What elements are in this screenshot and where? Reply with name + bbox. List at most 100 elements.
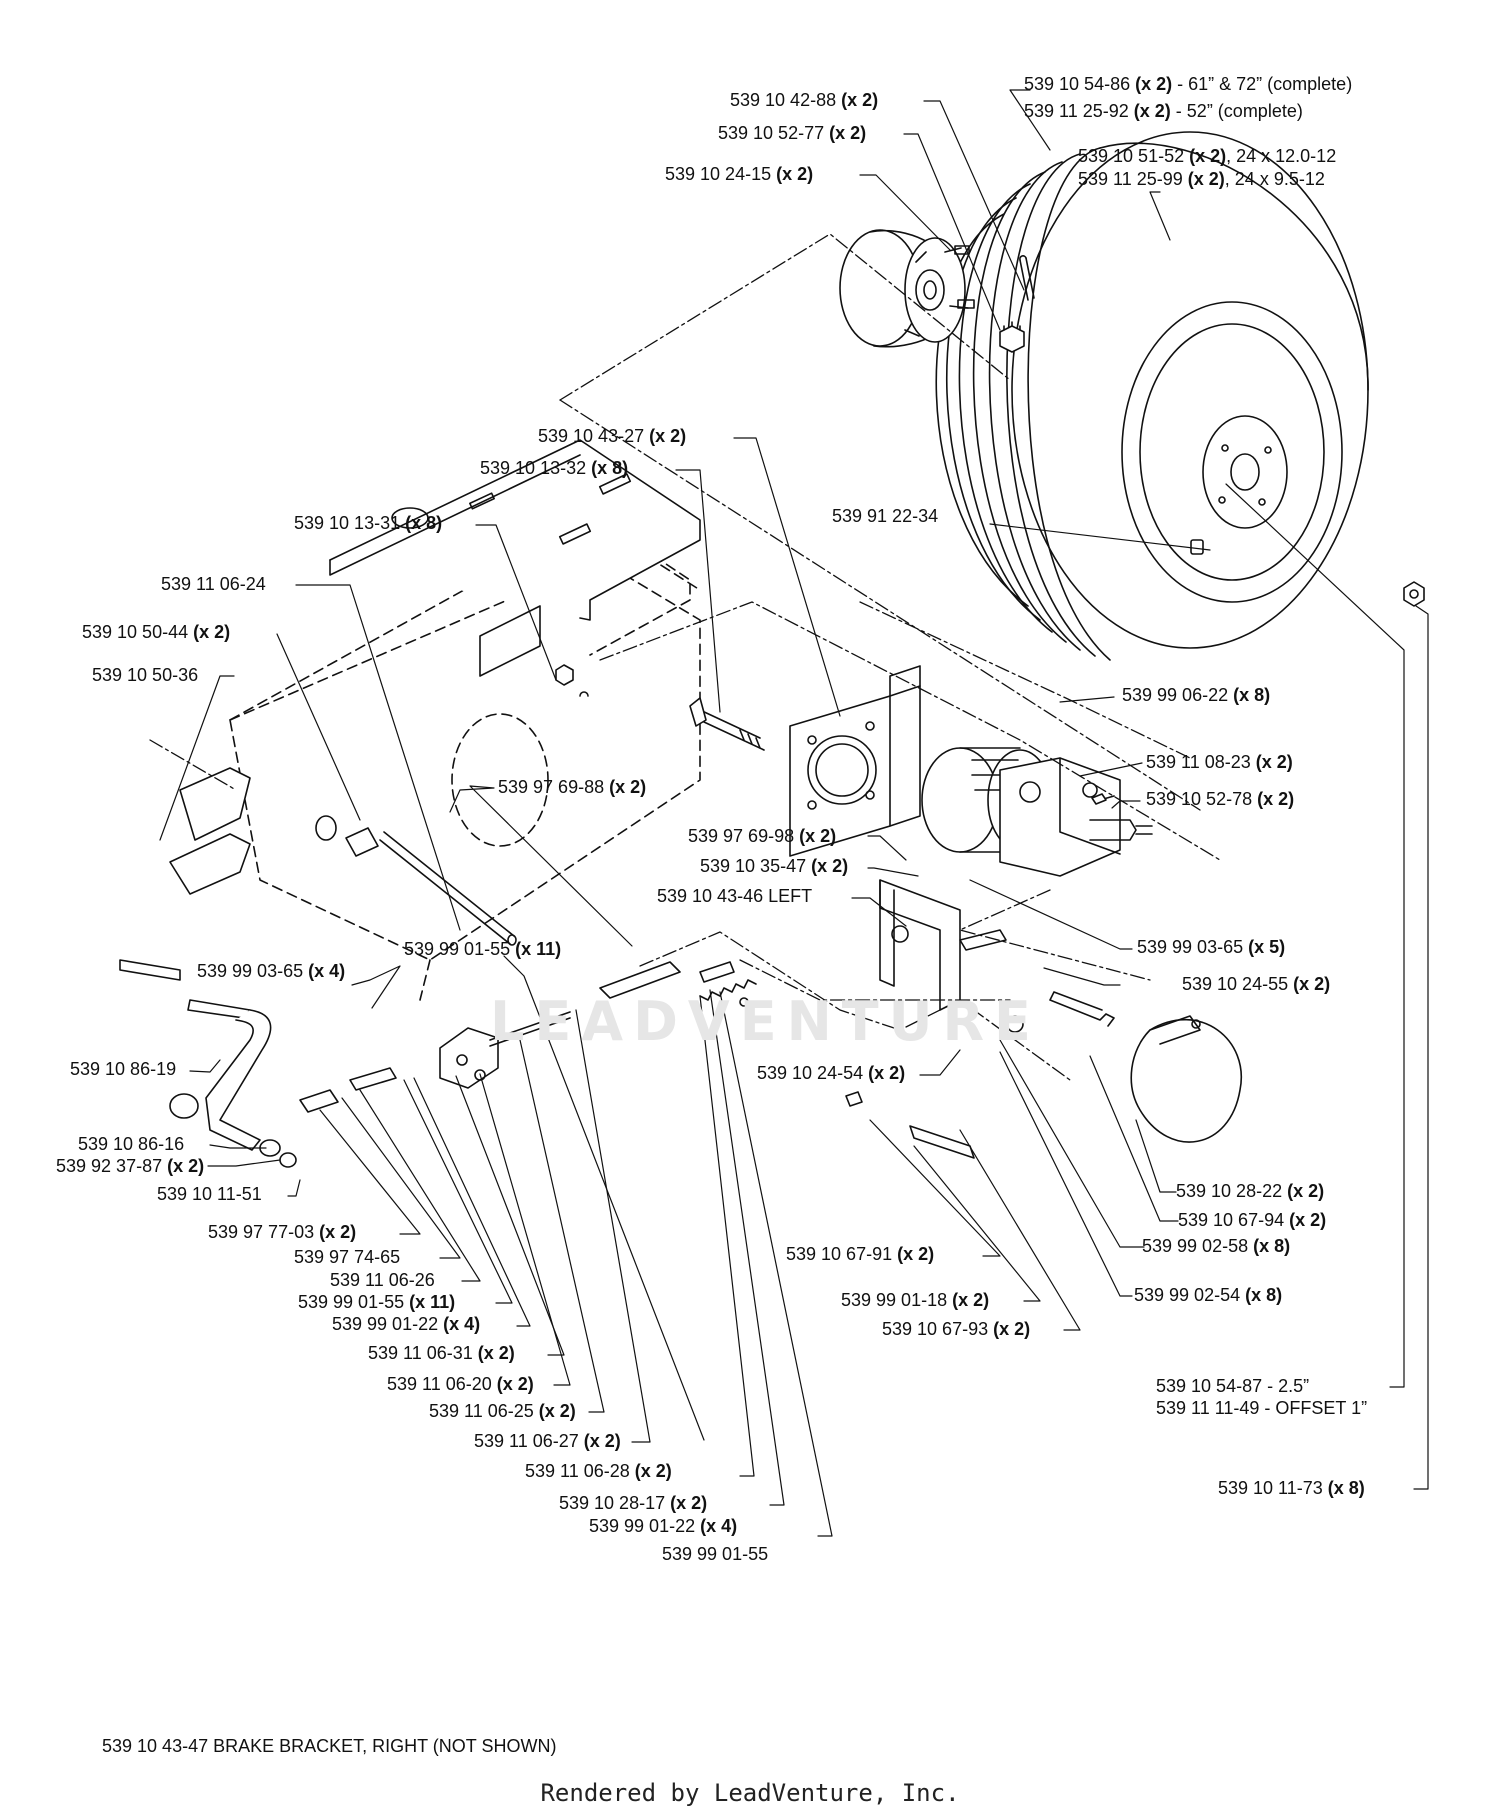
part-number: 539 10 67-91 [786,1244,893,1264]
pivot-bracket [119,767,251,981]
part-number: 539 10 54-86 [1024,74,1131,94]
part-callout: 539 11 06-31 (x 2) [368,1343,515,1363]
part-number: 539 10 24-54 [757,1063,864,1083]
part-quantity: (x 2) [670,1493,708,1513]
part-number: 539 10 52-77 [718,123,825,143]
part-callout: 539 10 43-46 LEFT [657,886,812,906]
wheel-motor [921,747,1153,877]
part-number: 539 11 11-49 - OFFSET 1” [1156,1398,1368,1418]
part-number: 539 11 06-31 [368,1343,473,1363]
part-number: 539 97 74-65 [294,1247,401,1267]
part-callout: 539 10 24-55 (x 2) [1182,974,1330,994]
part-callout: 539 10 28-17 (x 2) [559,1493,707,1513]
part-number: 539 97 77-03 [208,1222,315,1242]
part-number: 539 11 25-99 [1078,169,1183,189]
part-quantity: (x 2) [952,1290,990,1310]
part-callout: 539 10 11-51 [157,1184,262,1204]
part-quantity: (x 2) [583,1431,621,1451]
part-quantity: (x 2) [1135,74,1173,94]
part-number: 539 11 08-23 [1146,752,1251,772]
part-callout: 539 10 13-32 (x 8) [480,458,628,478]
part-callout: 539 92 37-87 (x 2) [56,1156,204,1176]
part-quantity: (x 2) [1287,1181,1325,1201]
part-quantity: (x 2) [634,1461,672,1481]
part-number: 539 10 86-19 [70,1059,177,1079]
castle-nut [999,321,1025,353]
part-callout: 539 10 86-19 [70,1059,176,1079]
part-number: 539 10 67-93 [882,1319,989,1339]
part-callout: 539 11 06-24 [161,574,266,594]
part-quantity: (x 2) [649,426,687,446]
part-number: 539 10 11-73 [1218,1478,1323,1498]
linkage [299,961,757,1113]
part-quantity: (x 4) [443,1314,481,1334]
part-number: 539 99 01-18 [841,1290,948,1310]
part-number: 539 97 69-98 [688,826,795,846]
part-quantity: (x 2) [993,1319,1031,1339]
part-callout: 539 99 02-58 (x 8) [1142,1236,1290,1256]
leader-lines [159,89,1429,1537]
part-callout: 539 10 35-47 (x 2) [700,856,848,876]
part-callout: 539 10 67-94 (x 2) [1178,1210,1326,1230]
part-quantity: (x 11) [515,939,562,959]
part-callout: 539 99 01-18 (x 2) [841,1290,989,1310]
part-callout: 539 10 13-31 (x 8) [294,513,442,533]
footnote: 539 10 43-47 BRAKE BRACKET, RIGHT (NOT S… [102,1736,557,1756]
part-number: 539 10 50-44 [82,622,189,642]
part-number: 539 10 50-36 [92,665,199,685]
part-callout: 539 10 43-27 (x 2) [538,426,686,446]
wheel-hub [839,229,975,348]
part-number: 539 10 13-31 [294,513,401,533]
assembly-centerlines [149,233,1221,1081]
watermark: LEADVENTURE [490,990,1041,1053]
part-callout: 539 99 01-22 (x 4) [332,1314,480,1334]
motor-bracket [789,665,921,857]
part-number: 539 10 13-32 [480,458,587,478]
shaft [315,815,517,946]
part-number: 539 10 67-94 [1178,1210,1285,1230]
part-number: 539 11 06-26 [330,1270,435,1290]
part-callout: 539 10 54-87 - 2.5” [1156,1376,1309,1396]
key [1091,793,1107,805]
brake-pedal [169,999,297,1168]
part-callout: 539 10 51-52 (x 2), 24 x 12.0-12 [1078,146,1336,166]
part-number: 539 11 06-25 [429,1401,534,1421]
part-callout: 539 97 69-98 (x 2) [688,826,836,846]
part-callout: 539 11 25-99 (x 2), 24 x 9.5-12 [1078,169,1325,189]
part-quantity: (x 8) [1253,1236,1291,1256]
render-credit: Rendered by LeadVenture, Inc. [540,1779,960,1807]
part-callout: 539 91 22-34 [832,506,938,526]
part-number: 539 91 22-34 [832,506,939,526]
part-number: 539 99 02-54 [1134,1285,1241,1305]
part-quantity: (x 2) [776,164,814,184]
part-callout: 539 11 11-49 - OFFSET 1” [1156,1398,1367,1418]
part-quantity: (x 8) [1327,1478,1365,1498]
part-number: 539 11 06-27 [474,1431,579,1451]
part-number: 539 10 11-51 [157,1184,262,1204]
part-number: 539 11 06-24 [161,574,266,594]
part-callout: 539 99 02-54 (x 8) [1134,1285,1282,1305]
brake-band [1130,1015,1243,1143]
part-number: 539 10 86-16 [78,1134,185,1154]
part-number: 539 99 01-55 [298,1292,405,1312]
part-number: 539 10 24-55 [1182,974,1289,994]
part-quantity: (x 2) [1189,146,1227,166]
flange-nut [555,664,589,697]
part-number: 539 10 24-15 [665,164,772,184]
part-number: 539 10 28-17 [559,1493,666,1513]
part-callout: 539 97 77-03 (x 2) [208,1222,356,1242]
part-quantity: (x 2) [811,856,849,876]
part-callout: 539 10 42-88 (x 2) [730,90,878,110]
part-note: - 52” (complete) [1170,101,1303,121]
part-quantity: (x 2) [1133,101,1171,121]
part-quantity: (x 2) [841,90,879,110]
wheel-rim [1121,301,1343,603]
part-callout: 539 97 69-88 (x 2) [498,777,646,797]
part-callout: 539 10 50-44 (x 2) [82,622,230,642]
seat-bracket [329,439,701,677]
part-number: 539 10 43-27 [538,426,645,446]
part-callout: 539 10 52-78 (x 2) [1146,789,1294,809]
part-callout: 539 10 28-22 (x 2) [1176,1181,1324,1201]
part-number: 539 99 02-58 [1142,1236,1249,1256]
